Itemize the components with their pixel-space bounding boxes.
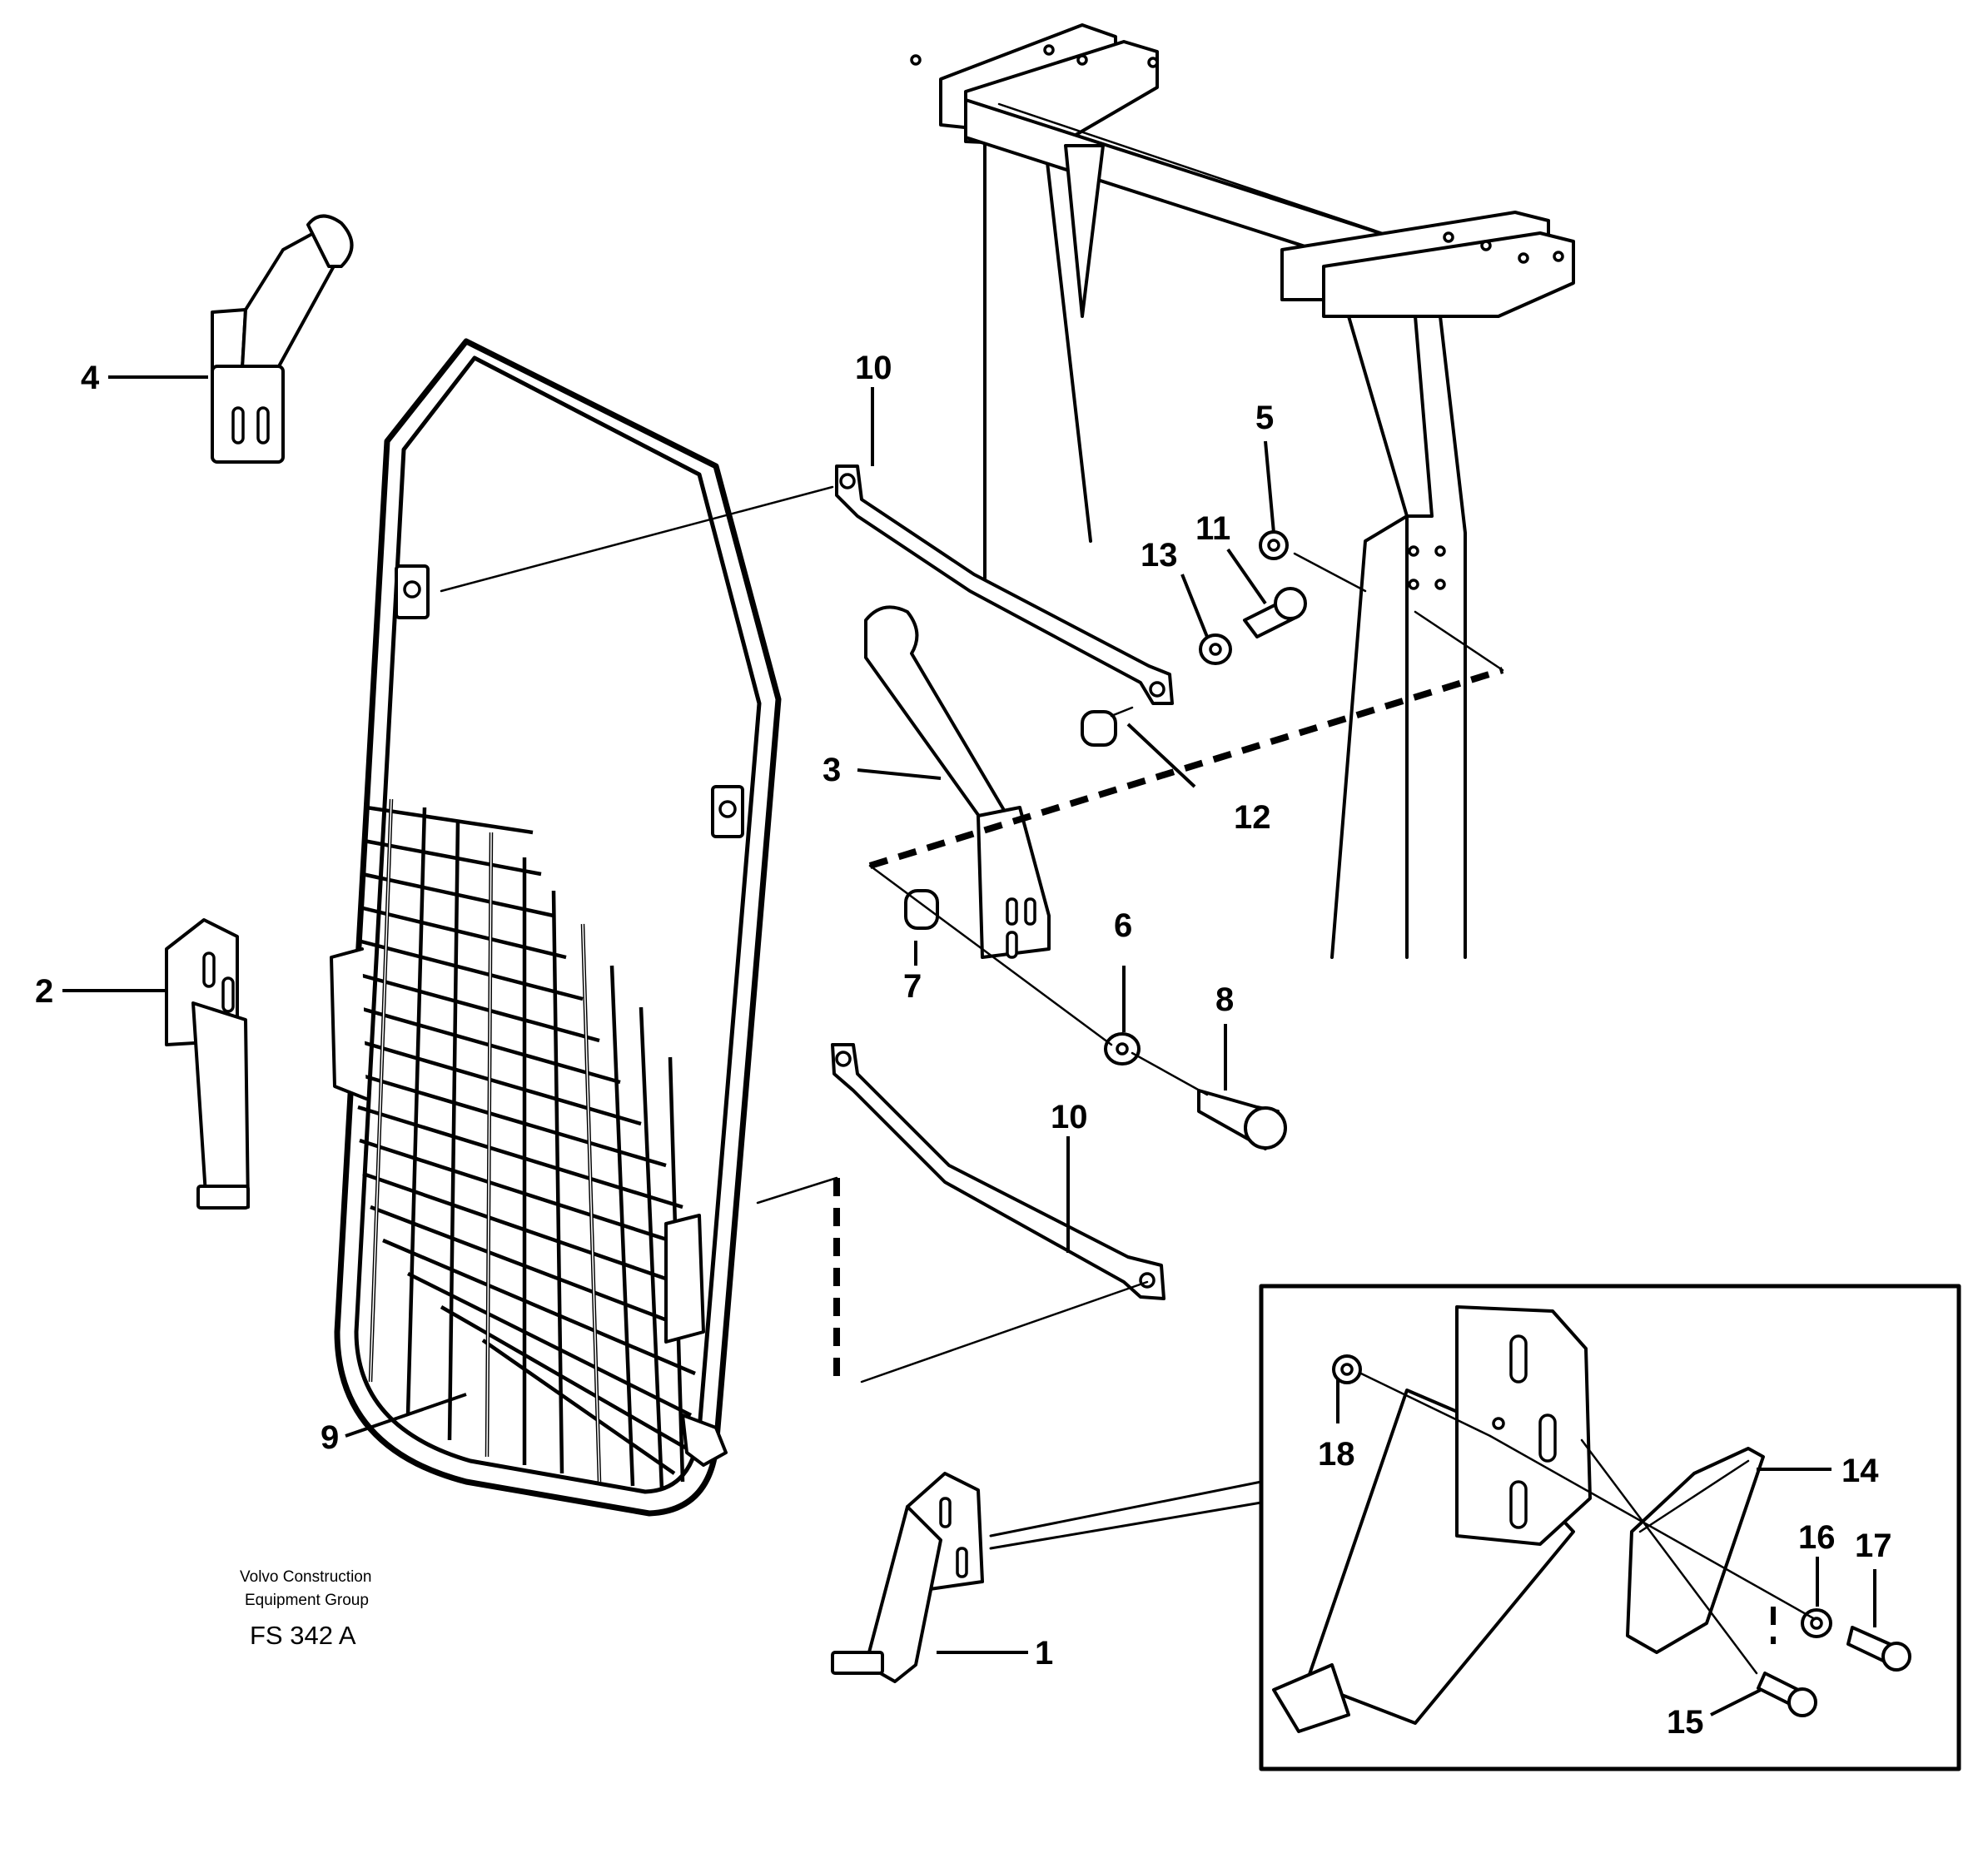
guide-lines — [440, 485, 1504, 1386]
door-frame — [330, 338, 782, 1517]
callout-10-lower: 10 — [1051, 1099, 1088, 1135]
credit-line-1: Volvo Construction — [240, 1568, 371, 1586]
bushing-12 — [1081, 710, 1117, 747]
callout-18: 18 — [1318, 1436, 1355, 1473]
bushing-7 — [904, 889, 939, 930]
callout-10-upper: 10 — [855, 350, 892, 386]
callout-16: 16 — [1798, 1519, 1836, 1556]
callout-15: 15 — [1667, 1704, 1704, 1741]
callout-2: 2 — [35, 973, 53, 1010]
figure-code: FS 342 A — [250, 1621, 356, 1650]
callout-3: 3 — [823, 752, 841, 788]
callout-8: 8 — [1215, 981, 1234, 1018]
cab-frame — [910, 23, 1575, 959]
door-mesh — [355, 798, 700, 1491]
leader-lines — [62, 375, 1876, 1716]
callout-1: 1 — [1035, 1635, 1053, 1672]
callout-6: 6 — [1114, 907, 1132, 944]
bracket-2 — [165, 918, 250, 1210]
strap-lower — [831, 1043, 1165, 1300]
callout-9: 9 — [321, 1419, 339, 1456]
callout-5: 5 — [1255, 400, 1274, 436]
callout-4: 4 — [81, 360, 100, 396]
callout-17: 17 — [1855, 1528, 1892, 1564]
callout-12: 12 — [1234, 799, 1271, 836]
bracket-1 — [831, 1472, 984, 1683]
detail-inset — [989, 1284, 1961, 1771]
callout-labels: 1 2 3 4 5 6 7 8 9 10 10 11 12 13 14 15 1… — [35, 350, 1892, 1741]
fasteners — [904, 530, 1307, 1150]
credit-line-2: Equipment Group — [245, 1592, 369, 1609]
bracket-3 — [864, 605, 1051, 959]
credit-block: Volvo Construction Equipment Group FS 34… — [240, 1568, 371, 1650]
callout-14: 14 — [1841, 1453, 1879, 1489]
callout-11: 11 — [1195, 510, 1230, 547]
callout-7: 7 — [903, 968, 922, 1005]
bracket-4 — [211, 214, 354, 464]
callout-13: 13 — [1141, 537, 1178, 574]
strap-upper — [835, 465, 1174, 705]
